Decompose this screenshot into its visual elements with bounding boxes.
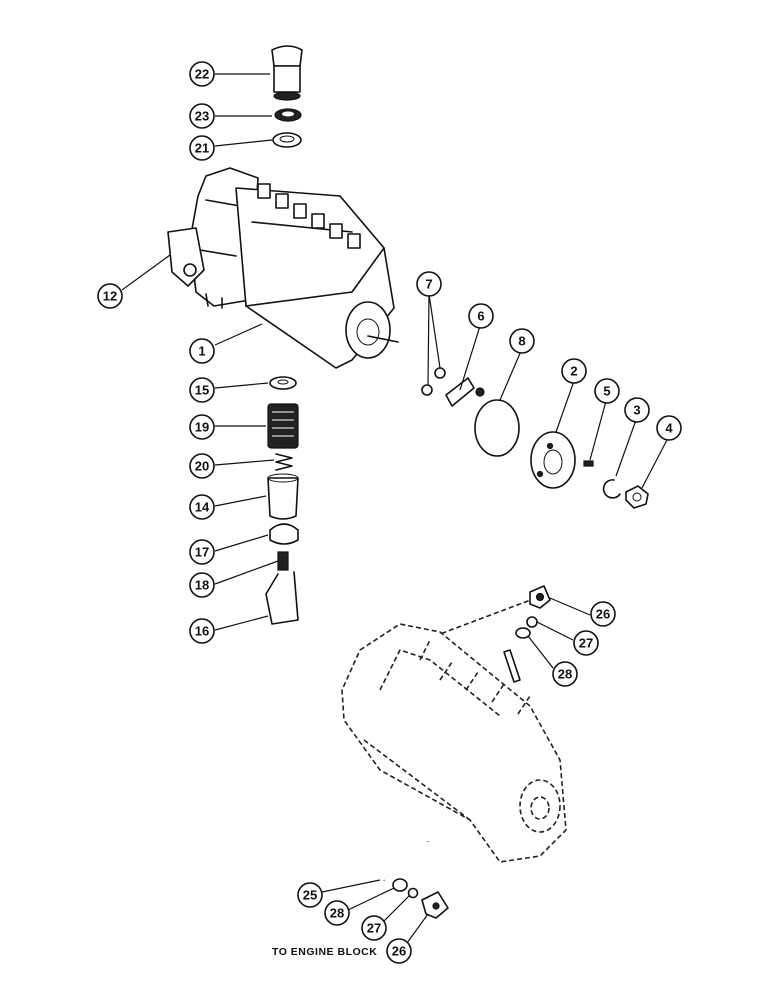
callout-25: 25 (297, 882, 323, 908)
svg-text:27: 27 (579, 636, 593, 651)
part-27-washer-lower (407, 887, 419, 899)
callout-20: 20 (189, 453, 215, 479)
svg-text:23: 23 (195, 109, 209, 124)
part-1-injection-pump (167, 167, 399, 369)
svg-text:14: 14 (195, 500, 210, 515)
svg-text:8: 8 (518, 334, 525, 349)
svg-text:28: 28 (330, 906, 344, 921)
callout-18: 18 (189, 572, 215, 598)
svg-text:12: 12 (103, 289, 117, 304)
part-21-seal (272, 132, 302, 148)
svg-text:17: 17 (195, 545, 209, 560)
callout-1: 1 (189, 338, 215, 364)
pipe-stub-upper (503, 649, 521, 683)
callout-28-upper: 28 (552, 661, 578, 687)
part-8-o-ring (474, 399, 520, 457)
part-16-retainer (265, 571, 299, 625)
svg-text:5: 5 (603, 384, 610, 399)
callout-26-lower: 26 (386, 938, 412, 964)
part-2-gear-hub (530, 431, 576, 489)
part-20-spring (275, 453, 293, 471)
pump-phantom-leader (439, 597, 537, 635)
svg-text:18: 18 (195, 578, 209, 593)
svg-text:19: 19 (195, 420, 209, 435)
part-14-bowl (267, 473, 299, 520)
part-5-key (583, 460, 594, 467)
part-28-washer-lower (392, 878, 408, 892)
callout-8: 8 (509, 328, 535, 354)
part-6-plate (445, 377, 485, 407)
svg-text:4: 4 (665, 421, 673, 436)
callout-27-upper: 27 (573, 630, 599, 656)
callout-27-lower: 27 (361, 915, 387, 941)
pump-phantom-outline (341, 623, 567, 863)
callout-2: 2 (561, 358, 587, 384)
part-19-filter-element (267, 403, 299, 449)
callout-3: 3 (624, 397, 650, 423)
part-18-screw (277, 551, 289, 571)
part-26-fitting-lower (421, 891, 449, 919)
svg-text:15: 15 (195, 383, 209, 398)
svg-text:3: 3 (633, 403, 640, 418)
caption-to-engine-block: TO ENGINE BLOCK (272, 946, 377, 958)
callout-14: 14 (189, 494, 215, 520)
part-4-nut (625, 485, 649, 509)
svg-text:7: 7 (425, 277, 432, 292)
callout-5: 5 (594, 378, 620, 404)
part-17-nut (269, 523, 299, 545)
callout-26-upper: 26 (590, 601, 616, 627)
leader-lines (121, 73, 669, 944)
part-23-washer (274, 108, 302, 122)
callout-22: 22 (189, 61, 215, 87)
callout-28-lower: 28 (324, 900, 350, 926)
svg-text:22: 22 (195, 67, 209, 82)
svg-text:1: 1 (198, 344, 205, 359)
part-7-nuts (421, 367, 446, 396)
callout-21: 21 (189, 135, 215, 161)
part-22-cap (271, 45, 303, 101)
callout-23: 23 (189, 103, 215, 129)
callout-12: 12 (97, 283, 123, 309)
callout-4: 4 (656, 415, 682, 441)
callout-6: 6 (468, 303, 494, 329)
svg-text:28: 28 (558, 667, 572, 682)
part-15-washer (269, 376, 297, 390)
part-26-fitting-upper (529, 585, 551, 609)
svg-text:20: 20 (195, 459, 209, 474)
svg-text:25: 25 (303, 888, 317, 903)
callout-16: 16 (189, 618, 215, 644)
svg-text:2: 2 (570, 364, 577, 379)
part-3-lockwasher (602, 479, 621, 499)
part-25-pipe (380, 841, 430, 881)
svg-text:26: 26 (392, 944, 406, 959)
svg-text:26: 26 (596, 607, 610, 622)
callout-15: 15 (189, 377, 215, 403)
callout-19: 19 (189, 414, 215, 440)
part-27-washer-upper (526, 616, 538, 628)
svg-text:6: 6 (477, 309, 484, 324)
svg-text:16: 16 (195, 624, 209, 639)
callout-7: 7 (416, 271, 442, 297)
part-28-washer-upper (515, 627, 531, 639)
svg-text:27: 27 (367, 921, 381, 936)
svg-text:21: 21 (195, 141, 209, 156)
callout-17: 17 (189, 539, 215, 565)
